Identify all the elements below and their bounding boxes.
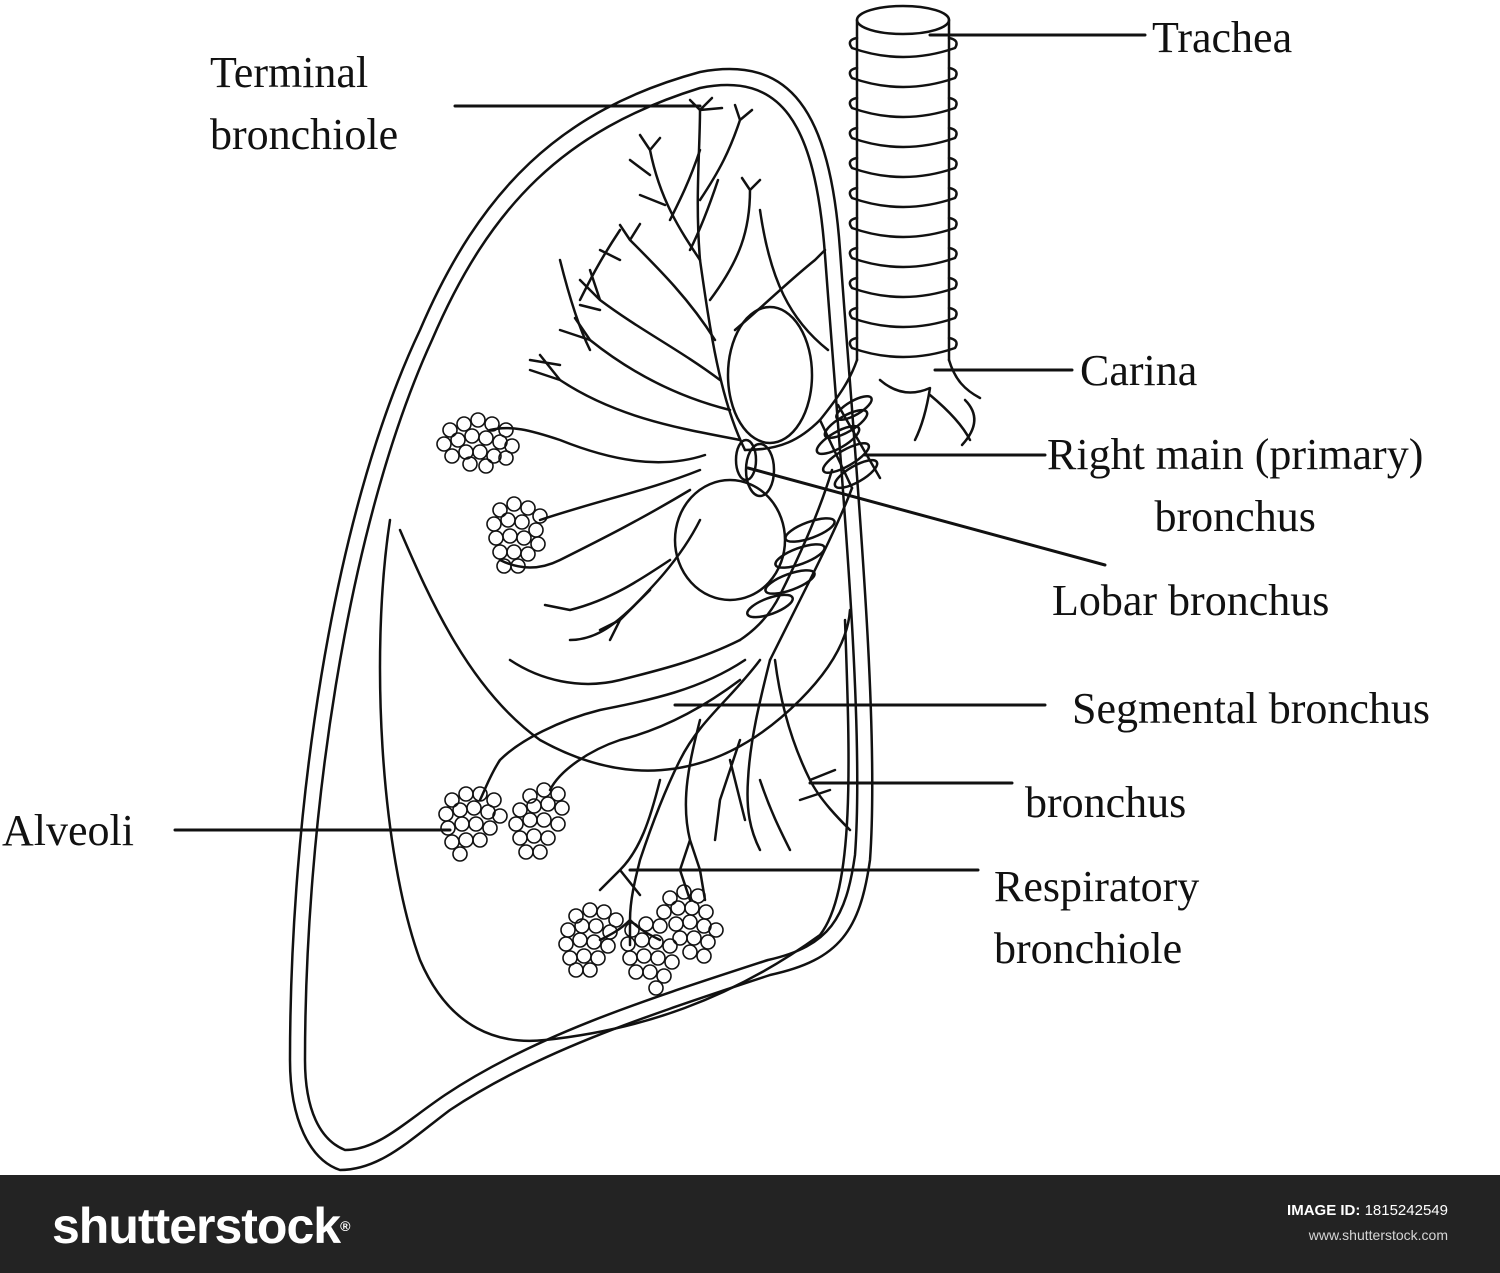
footer-bar: shutterstock® IMAGE ID: 1815242549 www.s…	[0, 1175, 1500, 1273]
site-url: www.shutterstock.com	[1308, 1227, 1448, 1243]
image-id-label: IMAGE ID:	[1287, 1202, 1361, 1219]
image-id-value: 1815242549	[1364, 1202, 1448, 1219]
leader-lobar	[746, 466, 1107, 567]
logo-text: shutterstock	[52, 1198, 341, 1254]
shutterstock-logo: shutterstock®	[52, 1191, 350, 1261]
label-terminal-bronchiole-line1: Terminal	[210, 48, 369, 97]
label-respiratory-line2: bronchiole	[994, 924, 1183, 973]
label-respiratory-bronchiole: Respiratory bronchiole	[994, 856, 1199, 980]
trachea	[818, 4, 982, 447]
upper-lobe-branches	[528, 96, 827, 452]
label-bronchus: bronchus	[1025, 772, 1186, 834]
lower-lobe-branches	[478, 426, 852, 947]
label-terminal-bronchiole-line2: bronchiole	[210, 110, 399, 159]
lung-fissure-oblique	[378, 518, 850, 1043]
lung-fissure-horizontal	[398, 528, 852, 772]
lung-diagram	[173, 4, 1147, 1172]
label-terminal-bronchiole: Terminal bronchiole	[210, 42, 398, 166]
label-lobar-bronchus: Lobar bronchus	[1052, 570, 1329, 632]
label-carina-text: Carina	[1080, 346, 1198, 395]
label-trachea-text: Trachea	[1152, 13, 1293, 62]
registered-mark: ®	[340, 1218, 350, 1234]
label-right-main-line1: Right main (primary)	[1047, 430, 1424, 479]
label-carina: Carina	[1080, 340, 1197, 402]
label-right-main-bronchus: Right main (primary) bronchus	[1047, 424, 1423, 548]
lung-fissure-upper	[758, 208, 830, 352]
label-segmental-bronchus: Segmental bronchus	[1072, 678, 1430, 740]
label-alveoli: Alveoli	[2, 800, 134, 862]
label-alveoli-text: Alveoli	[2, 806, 134, 855]
label-segmental-text: Segmental bronchus	[1072, 684, 1431, 733]
image-id-block: IMAGE ID: 1815242549 www.shutterstock.co…	[1287, 1199, 1448, 1247]
lobar-bronchus	[673, 305, 854, 662]
label-right-main-line2: bronchus	[1154, 492, 1316, 541]
leader-lines	[173, 33, 1147, 872]
label-respiratory-line1: Respiratory	[994, 862, 1200, 911]
lung-inner-outline	[303, 83, 859, 1152]
alveoli-clusters	[436, 412, 724, 996]
label-bronchus-text: bronchus	[1025, 778, 1187, 827]
label-trachea: Trachea	[1152, 7, 1292, 69]
label-lobar-text: Lobar bronchus	[1052, 576, 1330, 625]
main-bronchus	[815, 395, 882, 490]
lung-outer-outline	[288, 67, 874, 1172]
